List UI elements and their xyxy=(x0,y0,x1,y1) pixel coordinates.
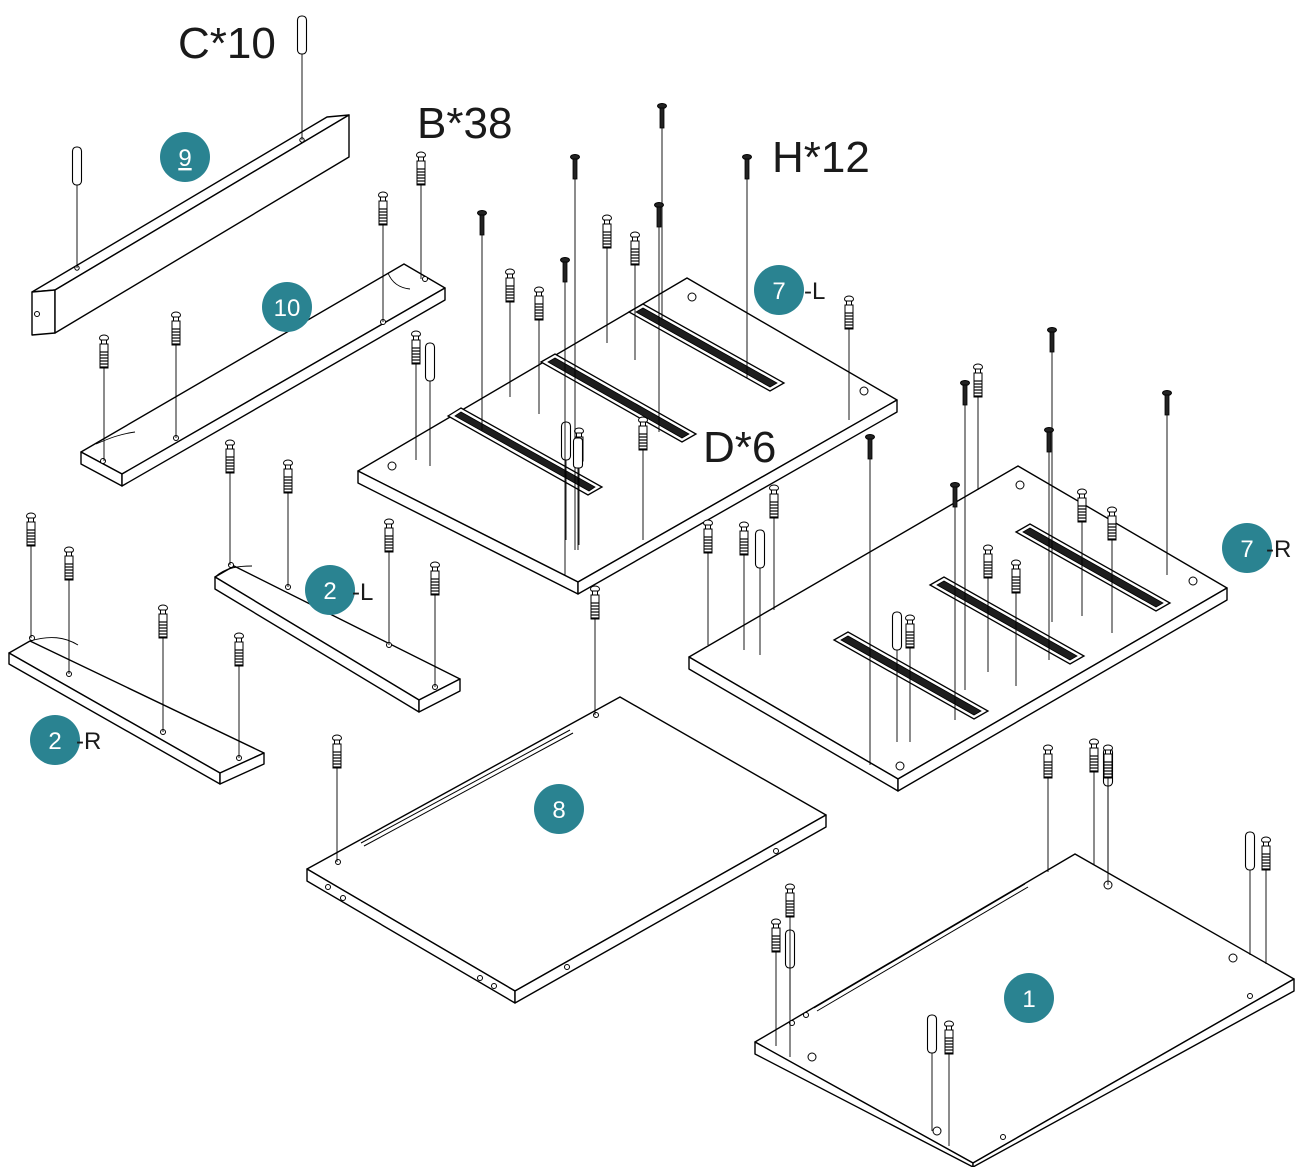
b-fastener xyxy=(64,546,74,674)
h-fastener xyxy=(960,380,970,690)
badge-part-1: 1 xyxy=(1004,973,1054,1023)
b-fastener xyxy=(973,363,983,490)
badge-part-9-number: 9 xyxy=(178,145,191,172)
h-fastener xyxy=(654,202,664,432)
c-fastener xyxy=(926,1014,938,1131)
c-fastener xyxy=(754,529,766,655)
b-fastener xyxy=(1103,744,1113,872)
b-fastener xyxy=(430,561,440,687)
panel-8 xyxy=(306,696,827,1004)
b-fastener xyxy=(534,286,544,414)
b-fastener xyxy=(1261,836,1271,964)
b-fastener xyxy=(602,214,612,343)
badge-part-2r-number: 2 xyxy=(48,728,61,755)
b-fastener xyxy=(771,918,781,1046)
rail-7l-1 xyxy=(446,407,604,496)
badge-part-2r-suffix: -R xyxy=(76,728,101,755)
c-fastener xyxy=(296,15,308,140)
b-fastener xyxy=(332,734,342,862)
panel-9 xyxy=(31,114,350,336)
h-fastener xyxy=(865,434,875,765)
b-fastener xyxy=(983,544,993,672)
badge-part-7l: 7 -L xyxy=(754,265,825,315)
c-fastener xyxy=(71,146,83,268)
label-h-quantity: H*12 xyxy=(772,133,870,182)
rail-7r-3 xyxy=(1014,523,1172,612)
b-fastener xyxy=(411,330,421,460)
b-fastener xyxy=(944,1020,954,1146)
panel-7l xyxy=(357,277,898,595)
c-fastener xyxy=(891,611,903,742)
b-fastener xyxy=(638,416,648,540)
h-fastener xyxy=(1044,427,1054,660)
badge-part-7r: 7 -R xyxy=(1222,523,1291,573)
b-fastener xyxy=(1043,744,1053,872)
badge-part-2l-suffix: -L xyxy=(352,579,373,606)
badge-part-8-number: 8 xyxy=(552,797,565,824)
rail-7r-2 xyxy=(928,576,1086,665)
h-fastener xyxy=(950,482,960,720)
b-fastener xyxy=(769,484,779,610)
badge-part-2r: 2 -R xyxy=(30,715,101,765)
badge-part-9: 9 xyxy=(160,132,210,182)
b-fastener xyxy=(234,632,244,758)
c-fastener xyxy=(560,421,572,540)
b-fastener xyxy=(1011,559,1021,686)
badge-part-2l-number: 2 xyxy=(323,578,336,605)
h-fastener xyxy=(742,154,752,378)
c-fastener xyxy=(1244,831,1256,955)
b-fastener xyxy=(158,604,168,732)
b-fastener xyxy=(26,512,36,638)
badge-part-7l-number: 7 xyxy=(772,278,785,305)
b-fastener xyxy=(416,151,426,279)
label-c-quantity: C*10 xyxy=(178,19,276,68)
b-fastener xyxy=(283,459,293,587)
badge-part-7l-suffix: -L xyxy=(804,278,825,305)
h-fastener xyxy=(657,103,667,320)
b-fastener xyxy=(99,334,109,461)
badge-part-2l: 2 -L xyxy=(305,565,373,615)
fasteners xyxy=(26,15,1271,1146)
h-fastener xyxy=(570,154,580,550)
badge-part-7r-suffix: -R xyxy=(1266,536,1291,563)
h-fastener xyxy=(1047,327,1057,622)
badge-part-8: 8 xyxy=(534,784,584,834)
b-fastener xyxy=(1107,506,1117,633)
b-fastener xyxy=(1077,488,1087,616)
b-fastener xyxy=(225,439,235,565)
panel-10 xyxy=(80,263,446,487)
b-fastener xyxy=(505,268,515,397)
h-fastener xyxy=(1162,390,1172,575)
rail-7r-1 xyxy=(832,631,990,720)
rail-7l-3 xyxy=(627,303,786,392)
b-fastener xyxy=(630,231,640,360)
b-fastener xyxy=(785,883,795,1010)
panel-2r xyxy=(8,635,265,785)
badge-part-10-number: 10 xyxy=(274,295,301,322)
b-fastener xyxy=(384,518,394,645)
rail-7l-2 xyxy=(539,353,698,443)
panel-2l xyxy=(214,562,461,713)
badge-part-1-number: 1 xyxy=(1022,986,1035,1013)
b-fastener xyxy=(1089,738,1099,865)
panel-7r xyxy=(688,465,1228,792)
b-fastener xyxy=(378,191,388,322)
c-fastener xyxy=(424,342,436,466)
badge-part-10: 10 xyxy=(262,282,312,332)
label-d-quantity: D*6 xyxy=(703,423,776,472)
b-fastener xyxy=(905,614,915,742)
label-b-quantity: B*38 xyxy=(417,99,512,148)
badge-part-7r-number: 7 xyxy=(1240,536,1253,563)
d-fastener xyxy=(572,437,584,550)
h-fastener xyxy=(477,210,487,430)
b-fastener xyxy=(590,585,600,715)
h-fastener xyxy=(560,257,570,575)
b-fastener xyxy=(844,295,854,420)
b-fastener xyxy=(739,521,749,650)
b-fastener xyxy=(703,519,713,645)
b-fastener xyxy=(171,311,181,438)
